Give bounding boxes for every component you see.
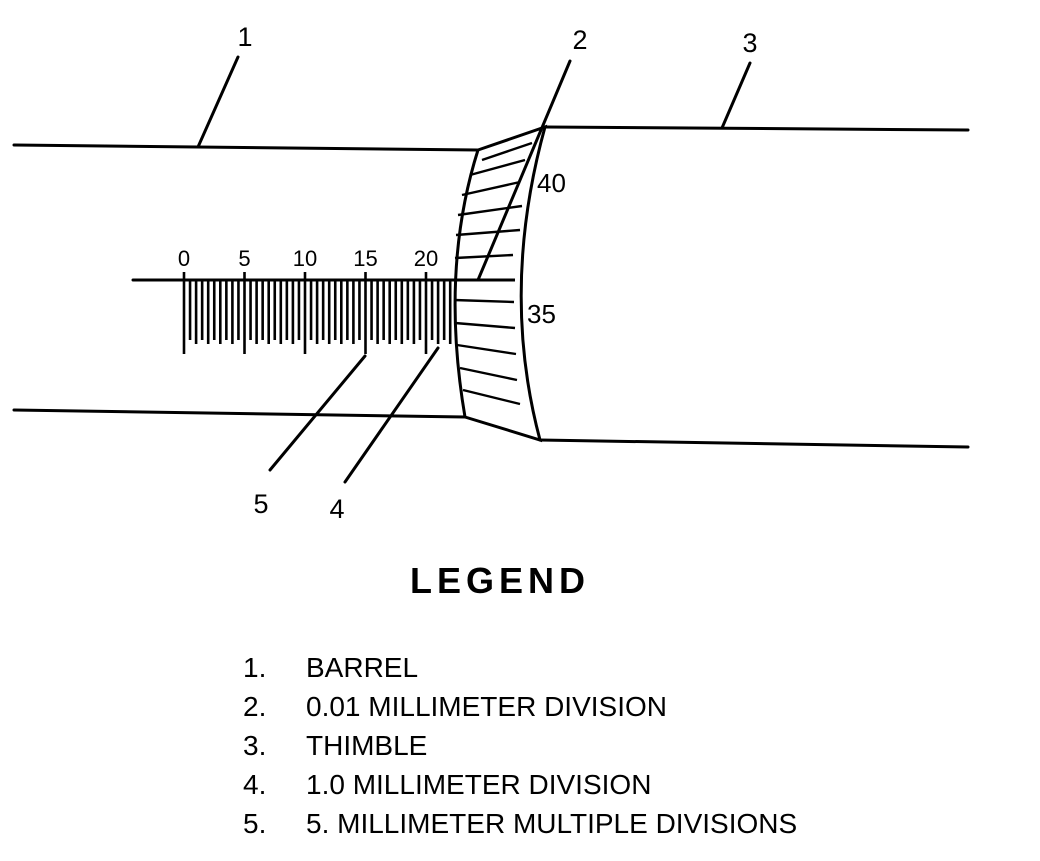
- legend-list: 1. BARREL 2. 0.01 MILLIMETER DIVISION 3.…: [243, 648, 797, 843]
- thimble-label-40: 40: [537, 168, 566, 198]
- sleeve-scale-label: 20: [414, 246, 438, 271]
- callout-4: 4: [329, 494, 344, 524]
- barrel-top-edge: [12, 143, 480, 152]
- legend-item: 3. THIMBLE: [243, 726, 797, 765]
- legend-item: 5. 5. MILLIMETER MULTIPLE DIVISIONS: [243, 804, 797, 843]
- thimble-label-35: 35: [527, 299, 556, 329]
- callout-1: 1: [237, 22, 252, 52]
- legend-item-number: 1.: [243, 652, 267, 683]
- barrel-bottom-edge: [12, 408, 467, 419]
- thimble-bevel: [453, 124, 548, 443]
- thimble-graduation: [469, 158, 526, 177]
- legend-item-number: 2.: [243, 691, 267, 722]
- leader-line-5: [268, 354, 367, 472]
- legend-item-number: 3.: [243, 730, 267, 761]
- thimble-ticks: [452, 141, 533, 406]
- thimble-graduation: [454, 321, 516, 330]
- thimble-top-edge: [543, 125, 970, 132]
- sleeve-scale-label: 15: [353, 246, 377, 271]
- sleeve-scale-label: 5: [238, 246, 250, 271]
- thimble-bottom-edge: [538, 438, 970, 449]
- legend-item-label: 5. MILLIMETER MULTIPLE DIVISIONS: [306, 808, 798, 839]
- sleeve-scale-label: 10: [293, 246, 317, 271]
- thimble-graduation: [454, 253, 514, 260]
- legend-item: 2. 0.01 MILLIMETER DIVISION: [243, 687, 797, 726]
- callout-5: 5: [253, 489, 268, 519]
- thimble-graduation: [459, 366, 518, 382]
- sleeve-scale-labels: 0 5 10 15 20: [178, 246, 438, 271]
- sleeve-scale-label: 0: [178, 246, 190, 271]
- leader-line-1: [196, 55, 240, 149]
- thimble-graduation: [462, 388, 521, 406]
- callout-3: 3: [742, 28, 757, 58]
- legend-item-label: 0.01 MILLIMETER DIVISION: [306, 691, 667, 722]
- thimble-graduation: [453, 298, 515, 304]
- thimble-graduation: [455, 228, 521, 237]
- leader-line-3: [720, 61, 752, 130]
- thimble-graduation: [461, 180, 521, 197]
- thimble-graduation: [457, 204, 523, 217]
- leader-line-4: [343, 346, 440, 484]
- thimble-graduation: [481, 141, 533, 162]
- leader-line-2: [476, 59, 572, 282]
- legend-item: 4. 1.0 MILLIMETER DIVISION: [243, 765, 797, 804]
- sleeve-ticks: [182, 272, 452, 354]
- thimble-graduation: [456, 343, 517, 356]
- legend-title: LEGEND: [409, 560, 590, 601]
- legend-item-label: BARREL: [306, 652, 419, 683]
- legend-item-number: 5.: [243, 808, 267, 839]
- legend-item-label: THIMBLE: [306, 730, 428, 761]
- callout-2: 2: [572, 25, 587, 55]
- legend-item-label: 1.0 MILLIMETER DIVISION: [306, 769, 652, 800]
- legend-item-number: 4.: [243, 769, 267, 800]
- legend-item: 1. BARREL: [243, 648, 797, 687]
